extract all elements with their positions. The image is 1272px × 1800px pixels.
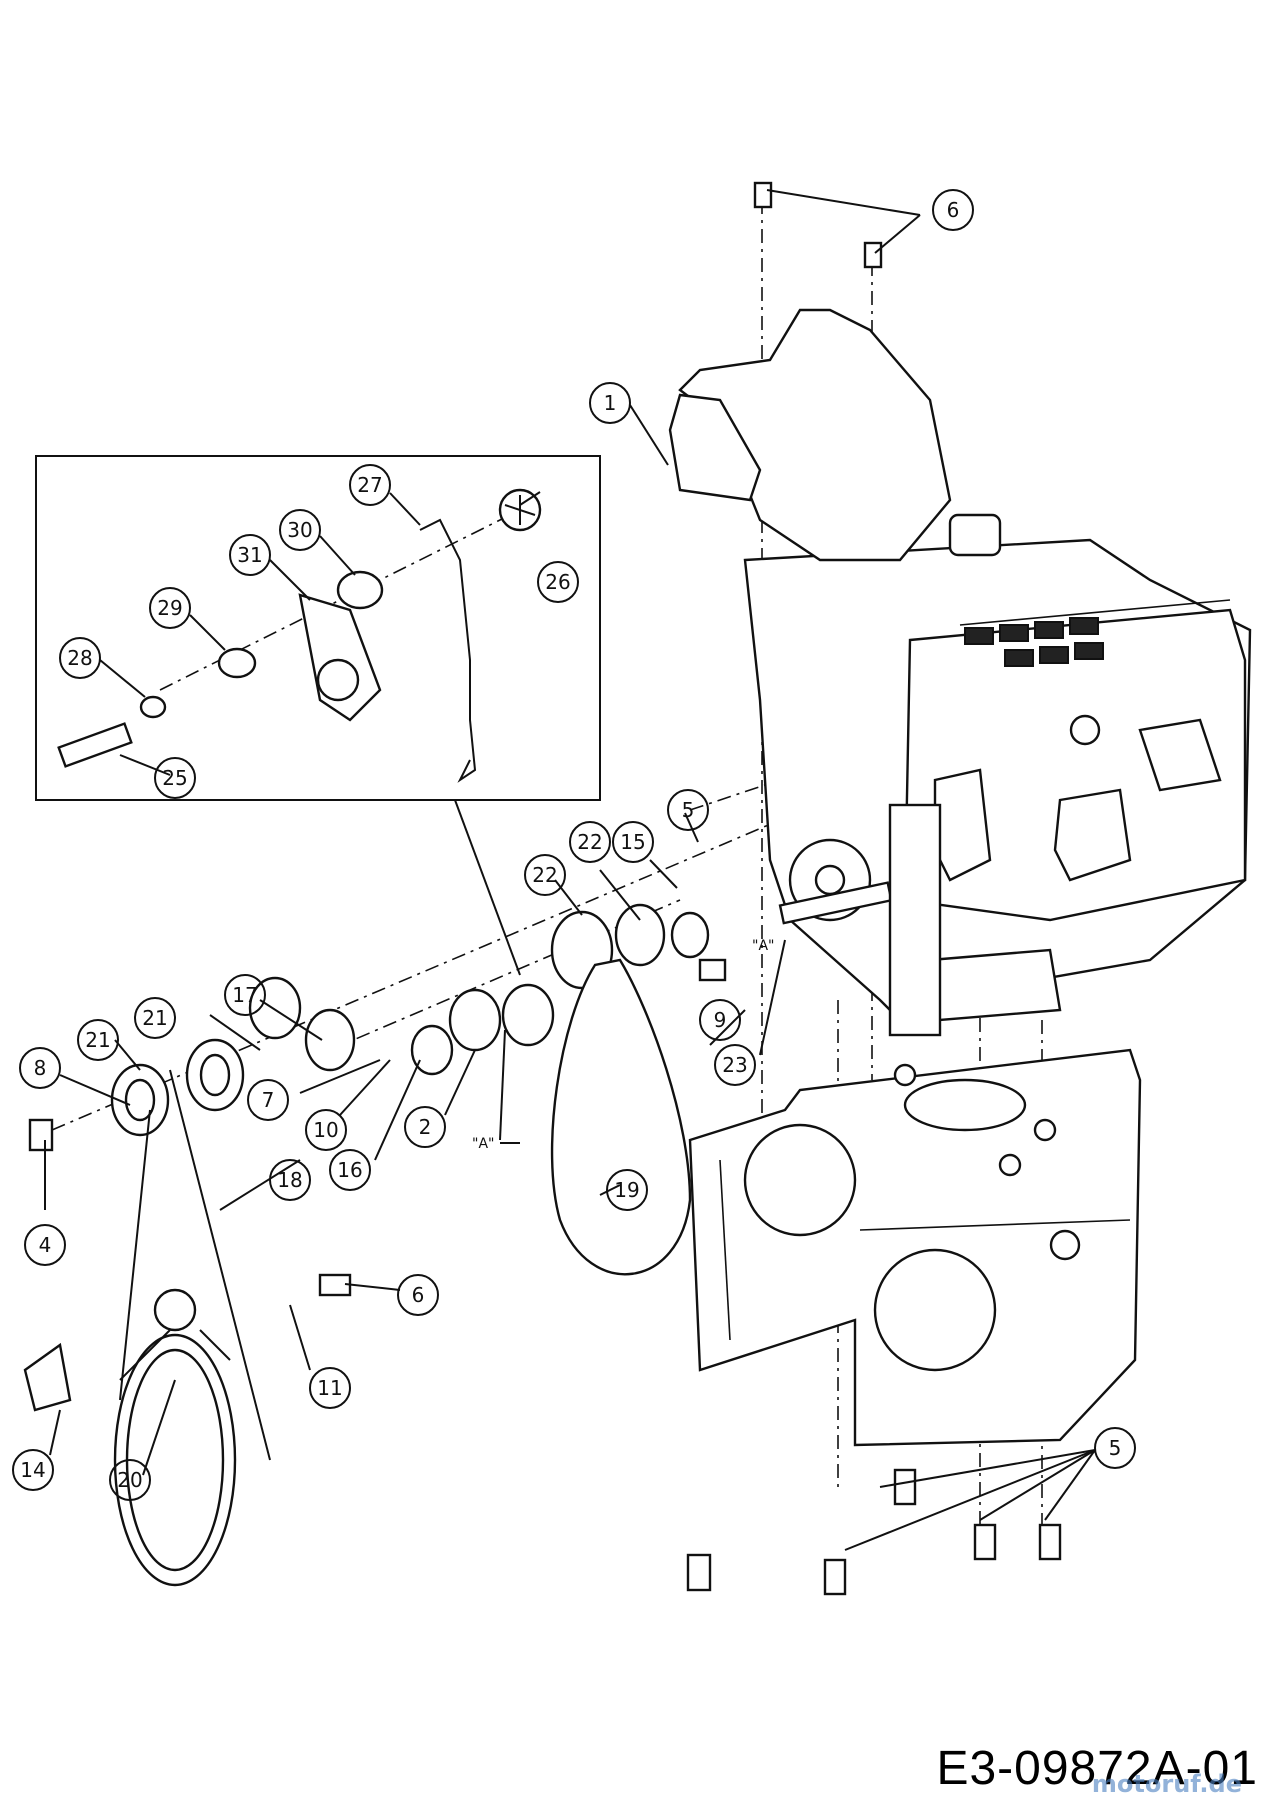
callout-29: 29 bbox=[149, 587, 191, 629]
svg-text:19: 19 bbox=[614, 1178, 639, 1202]
svg-text:31: 31 bbox=[237, 543, 262, 567]
svg-text:2: 2 bbox=[419, 1115, 432, 1139]
callout-22b: 22 bbox=[524, 854, 566, 896]
engine-vents bbox=[964, 617, 1104, 667]
callout-20: 20 bbox=[109, 1459, 151, 1501]
detail-parts bbox=[57, 488, 542, 783]
callout-6: 5 bbox=[1094, 1427, 1136, 1469]
callout-21a: 21 bbox=[134, 997, 176, 1039]
callout-23: 23 bbox=[714, 1044, 756, 1086]
svg-text:28: 28 bbox=[67, 646, 92, 670]
svg-text:10: 10 bbox=[313, 1118, 338, 1142]
callout-8: 6 bbox=[397, 1274, 439, 1316]
svg-text:22: 22 bbox=[577, 830, 602, 854]
callout-26: 26 bbox=[537, 561, 579, 603]
drawing-id: E3-09872A-01 bbox=[936, 1742, 1258, 1795]
svg-text:27: 27 bbox=[357, 473, 382, 497]
svg-text:25: 25 bbox=[162, 766, 187, 790]
frame-plate bbox=[688, 803, 1142, 1447]
leaders bbox=[44, 189, 1096, 1551]
svg-text:4: 4 bbox=[39, 1233, 52, 1257]
hardware bbox=[28, 181, 1062, 1596]
svg-text:29: 29 bbox=[157, 596, 182, 620]
svg-text:5: 5 bbox=[1109, 1436, 1122, 1460]
callout-21b: 21 bbox=[77, 1019, 119, 1061]
svg-text:23: 23 bbox=[722, 1053, 747, 1077]
svg-text:6: 6 bbox=[412, 1283, 425, 1307]
callout-30: 30 bbox=[279, 509, 321, 551]
callout-12: 8 bbox=[19, 1047, 61, 1089]
callout-13: 9 bbox=[699, 999, 741, 1041]
callout-9: 6 bbox=[932, 189, 974, 231]
svg-text:22: 22 bbox=[532, 863, 557, 887]
svg-text:21: 21 bbox=[85, 1028, 110, 1052]
svg-text:30: 30 bbox=[287, 518, 312, 542]
ref-label-a-top: "A" bbox=[752, 938, 774, 954]
pulley-assembly bbox=[23, 903, 710, 1587]
callout-5: 5 bbox=[667, 789, 709, 831]
callout-15: 15 bbox=[612, 821, 654, 863]
callout-22a: 22 bbox=[569, 821, 611, 863]
svg-text:17: 17 bbox=[232, 983, 257, 1007]
callout-10: 10 bbox=[305, 1109, 347, 1151]
ref-label-a-bottom: "A" bbox=[472, 1136, 494, 1152]
detail-leader bbox=[454, 799, 521, 976]
callout-11: 11 bbox=[309, 1367, 351, 1409]
detail-box bbox=[35, 455, 601, 801]
svg-text:1: 1 bbox=[604, 391, 617, 415]
svg-text:7: 7 bbox=[262, 1088, 275, 1112]
engine bbox=[668, 308, 1252, 1023]
callout-7: 7 bbox=[247, 1079, 289, 1121]
frame-block bbox=[888, 803, 942, 1037]
svg-text:6: 6 bbox=[947, 198, 960, 222]
callout-17: 17 bbox=[224, 974, 266, 1016]
svg-text:26: 26 bbox=[545, 570, 570, 594]
svg-text:20: 20 bbox=[117, 1468, 142, 1492]
svg-text:11: 11 bbox=[317, 1376, 342, 1400]
svg-text:8: 8 bbox=[34, 1056, 47, 1080]
callout-25: 25 bbox=[154, 757, 196, 799]
drive-belt bbox=[550, 958, 692, 1276]
svg-text:5: 5 bbox=[682, 798, 695, 822]
callout-19: 19 bbox=[606, 1169, 648, 1211]
callout-27: 27 bbox=[349, 464, 391, 506]
callouts: 6 1 5 15 22 22 17 21 21 8 4 7 10 16 2 9 … bbox=[12, 189, 1136, 1501]
callout-2: 2 bbox=[404, 1106, 446, 1148]
callout-14: 14 bbox=[12, 1449, 54, 1491]
callout-18: 18 bbox=[269, 1159, 311, 1201]
callout-16: 16 bbox=[329, 1149, 371, 1191]
svg-text:18: 18 bbox=[277, 1168, 302, 1192]
svg-text:16: 16 bbox=[337, 1158, 362, 1182]
callout-31: 31 bbox=[229, 534, 271, 576]
svg-text:9: 9 bbox=[714, 1008, 727, 1032]
svg-text:15: 15 bbox=[620, 830, 645, 854]
callout-4: 4 bbox=[24, 1224, 66, 1266]
callout-28: 28 bbox=[59, 637, 101, 679]
callout-1: 1 bbox=[589, 382, 631, 424]
watermark: motoruf.de bbox=[1091, 1770, 1242, 1798]
svg-text:21: 21 bbox=[142, 1006, 167, 1030]
svg-text:14: 14 bbox=[20, 1458, 45, 1482]
